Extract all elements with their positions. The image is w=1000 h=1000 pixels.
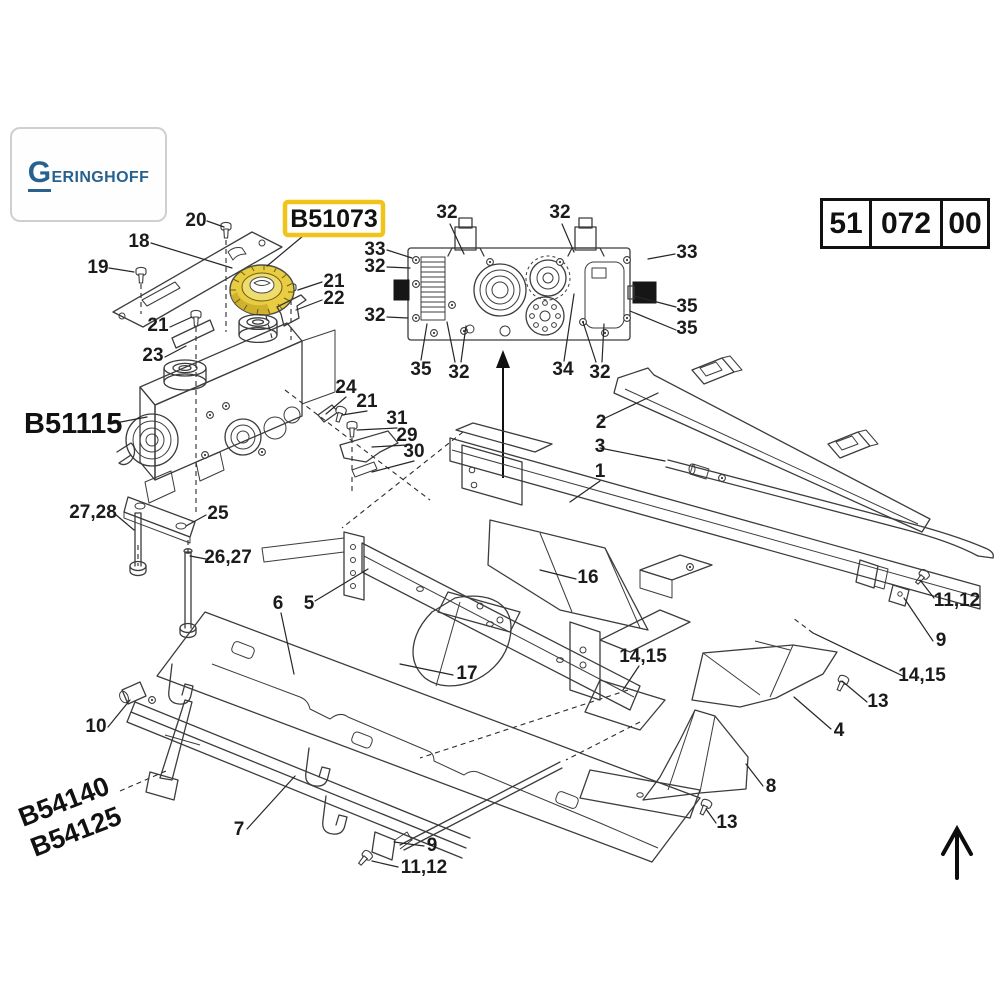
- dashed-lines: [119, 240, 814, 792]
- callout-5: 5: [304, 593, 315, 614]
- callout-32: 32: [549, 202, 570, 223]
- callout-29: 29: [396, 425, 417, 446]
- callout-2: 2: [596, 412, 607, 433]
- callout-34: 34: [552, 359, 574, 380]
- callout-9: 9: [427, 835, 438, 856]
- callout-33: 33: [676, 242, 697, 263]
- callout-20: 20: [185, 210, 206, 231]
- part-number-cell-2: 072: [872, 201, 943, 246]
- part-number-cell-1: 51: [823, 201, 872, 246]
- callout-26-27: 26,27: [204, 547, 252, 568]
- callout-1: 1: [595, 461, 606, 482]
- callout-32: 32: [589, 362, 610, 383]
- frame-beams: [261, 422, 981, 731]
- callout-8: 8: [766, 776, 777, 797]
- rails-right: [613, 355, 994, 607]
- callout-13: 13: [716, 812, 737, 833]
- deflector-plates: [579, 640, 851, 819]
- gearbox-left-perspective: [116, 313, 336, 504]
- up-arrow-icon: [941, 824, 973, 880]
- callout-labels: 20 18 19 21 22 33 32 32 32 33 35 35 32 3…: [69, 202, 980, 878]
- shift-bracket-parts: [317, 404, 399, 478]
- callout-11-12: 11,12: [934, 590, 981, 611]
- part-number-box: 51 072 00: [820, 198, 990, 249]
- callout-21: 21: [147, 315, 169, 336]
- callout-7: 7: [234, 819, 245, 840]
- mount-bar-and-bolts: [123, 496, 197, 639]
- callout-21: 21: [323, 271, 345, 292]
- leader-lines: [107, 220, 935, 868]
- callout-3: 3: [595, 436, 606, 457]
- highlighted-part-label: B51073: [282, 199, 386, 238]
- callout-30: 30: [403, 441, 424, 462]
- callout-19: 19: [87, 257, 108, 278]
- callout-6: 6: [273, 593, 284, 614]
- lower-rail: [119, 663, 563, 868]
- callout-9: 9: [936, 630, 947, 651]
- callout-16: 16: [577, 567, 598, 588]
- sheet-panel: [156, 611, 701, 863]
- callout-13: 13: [867, 691, 888, 712]
- top-plate: [112, 231, 283, 328]
- callout-18: 18: [128, 231, 149, 252]
- callout-22: 22: [323, 288, 344, 309]
- callout-24: 24: [335, 377, 357, 398]
- callout-17: 17: [456, 663, 477, 684]
- cap-part-highlighted: [229, 264, 295, 316]
- callout-35: 35: [676, 296, 698, 317]
- callout-11-12: 11,12: [401, 857, 448, 878]
- callout-35: 35: [676, 318, 698, 339]
- gearbox-front-view: [393, 217, 657, 341]
- label-left-gearbox: B51115: [24, 408, 122, 440]
- callout-33: 33: [364, 239, 385, 260]
- callout-32: 32: [364, 305, 385, 326]
- callout-14-15: 14,15: [619, 646, 667, 667]
- detail-arrow-icon: [496, 350, 510, 478]
- callout-32: 32: [448, 362, 469, 383]
- callout-10: 10: [85, 716, 106, 737]
- callout-27-28: 27,28: [69, 502, 117, 523]
- callout-14-15: 14,15: [898, 665, 946, 686]
- callout-21: 21: [356, 391, 378, 412]
- callout-32: 32: [436, 202, 457, 223]
- callout-23: 23: [142, 345, 163, 366]
- callout-31: 31: [386, 408, 408, 429]
- small-brackets: [171, 294, 307, 349]
- callout-25: 25: [207, 503, 229, 524]
- callout-32: 32: [364, 256, 385, 277]
- part-number-cell-3: 00: [948, 206, 982, 240]
- highlighted-part-text: B51073: [290, 205, 378, 233]
- logo-letter-g: G: [27, 157, 52, 192]
- logo-wordmark: ERINGHOFF: [51, 168, 150, 186]
- callout-4: 4: [834, 720, 845, 741]
- callout-35: 35: [410, 359, 432, 380]
